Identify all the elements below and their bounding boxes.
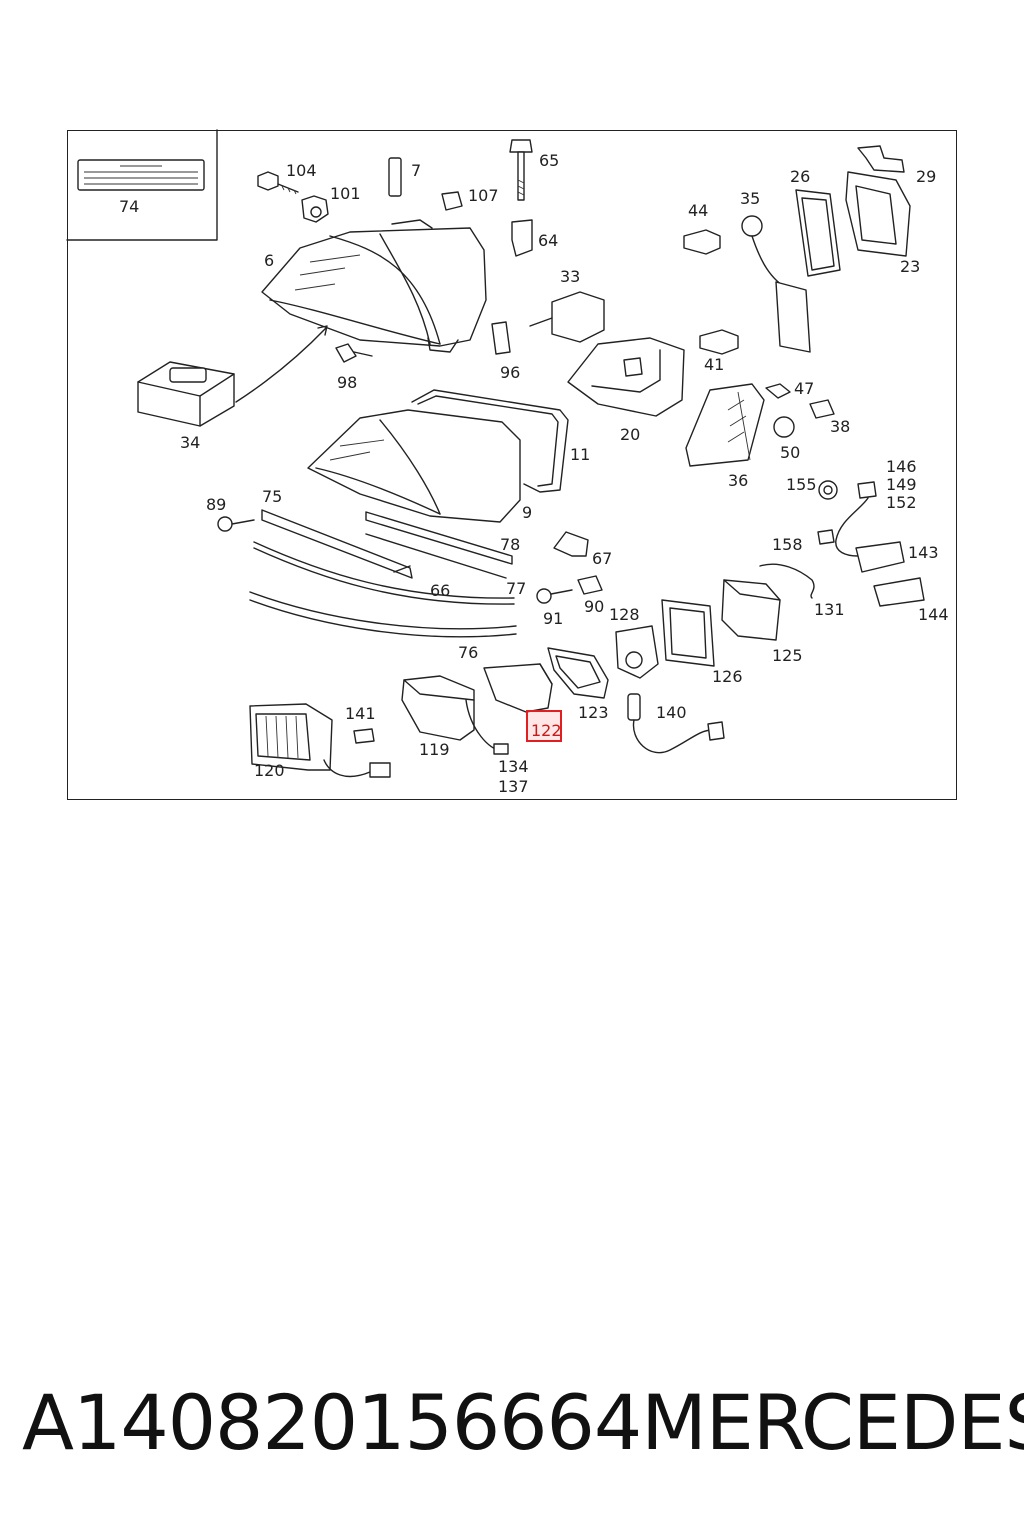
part-labels: 74 104 101 7 107 65 64 44 35 26 29 23 6 … xyxy=(119,151,949,796)
part-label-122: 122 xyxy=(531,721,562,740)
part-label-65: 65 xyxy=(539,151,559,170)
part-label-131: 131 xyxy=(814,600,845,619)
part-label-128: 128 xyxy=(609,605,640,624)
part-label-137: 137 xyxy=(498,777,529,796)
part-label-141: 141 xyxy=(345,704,376,723)
part-label-64: 64 xyxy=(538,231,558,250)
part-label-67: 67 xyxy=(592,549,612,568)
indicator-lamp xyxy=(685,383,835,467)
adjuster-motor xyxy=(335,291,605,363)
part-label-89: 89 xyxy=(206,495,226,514)
part-label-107: 107 xyxy=(468,186,499,205)
part-label-34: 34 xyxy=(180,433,200,452)
bulb-140 xyxy=(627,693,725,754)
part-label-6: 6 xyxy=(264,251,274,270)
fog-lamp-frame xyxy=(483,647,609,713)
part-label-38: 38 xyxy=(830,417,850,436)
part-label-146: 146 xyxy=(886,457,917,476)
part-label-91: 91 xyxy=(543,609,563,628)
part-label-90: 90 xyxy=(584,597,604,616)
part-label-119: 119 xyxy=(419,740,450,759)
part-label-66: 66 xyxy=(430,581,450,600)
part-label-101: 101 xyxy=(330,184,361,203)
part-label-50: 50 xyxy=(780,443,800,462)
diagram-frame xyxy=(67,130,957,800)
part-label-125: 125 xyxy=(772,646,803,665)
part-label-144: 144 xyxy=(918,605,949,624)
part-label-23: 23 xyxy=(900,257,920,276)
part-number-text: A140820156664 xyxy=(22,1377,642,1467)
highlight-box-122 xyxy=(526,710,562,742)
fog-lamp-parts xyxy=(615,579,781,679)
part-label-120: 120 xyxy=(254,761,285,780)
headlamp-lens xyxy=(307,389,569,523)
bulbs-and-harness xyxy=(683,145,911,355)
inset-box xyxy=(66,129,218,241)
part-label-76: 76 xyxy=(458,643,478,662)
part-label-29: 29 xyxy=(916,167,936,186)
part-label-78: 78 xyxy=(500,535,520,554)
part-label-155: 155 xyxy=(786,475,817,494)
fog-lamp-housing xyxy=(567,337,685,417)
part-label-36: 36 xyxy=(728,471,748,490)
part-label-152: 152 xyxy=(886,493,917,512)
part-label-98: 98 xyxy=(337,373,357,392)
part-label-104: 104 xyxy=(286,161,317,180)
part-label-134: 134 xyxy=(498,757,529,776)
part-label-11: 11 xyxy=(570,445,590,464)
part-label-158: 158 xyxy=(772,535,803,554)
part-label-35: 35 xyxy=(740,189,760,208)
headlamp-main xyxy=(261,219,487,353)
part-label-33: 33 xyxy=(560,267,580,286)
part-label-77: 77 xyxy=(506,579,526,598)
part-label-123: 123 xyxy=(578,703,609,722)
part-label-9: 9 xyxy=(522,503,532,522)
part-label-7: 7 xyxy=(411,161,421,180)
fog-lamps-lower xyxy=(249,675,509,778)
small-parts-top xyxy=(257,139,533,257)
part-label-47: 47 xyxy=(794,379,814,398)
parts-diagram: 74 104 101 7 107 65 64 44 35 26 29 23 6 … xyxy=(66,129,949,796)
trim-strips xyxy=(249,509,517,638)
part-label-140: 140 xyxy=(656,703,687,722)
part-label-75: 75 xyxy=(262,487,282,506)
part-label-44: 44 xyxy=(688,201,708,220)
side-marker xyxy=(759,480,925,607)
part-label-149: 149 xyxy=(886,475,917,494)
part-label-20: 20 xyxy=(620,425,640,444)
brand-text: MERCEDES xyxy=(641,1377,1024,1467)
part-label-26: 26 xyxy=(790,167,810,186)
screws-clips xyxy=(217,516,603,604)
control-unit xyxy=(137,325,328,427)
part-label-74: 74 xyxy=(119,197,139,216)
part-label-143: 143 xyxy=(908,543,939,562)
part-label-126: 126 xyxy=(712,667,743,686)
part-label-96: 96 xyxy=(500,363,520,382)
footer-caption: A140820156664 MERCEDES xyxy=(0,1372,1024,1472)
part-label-41: 41 xyxy=(704,355,724,374)
